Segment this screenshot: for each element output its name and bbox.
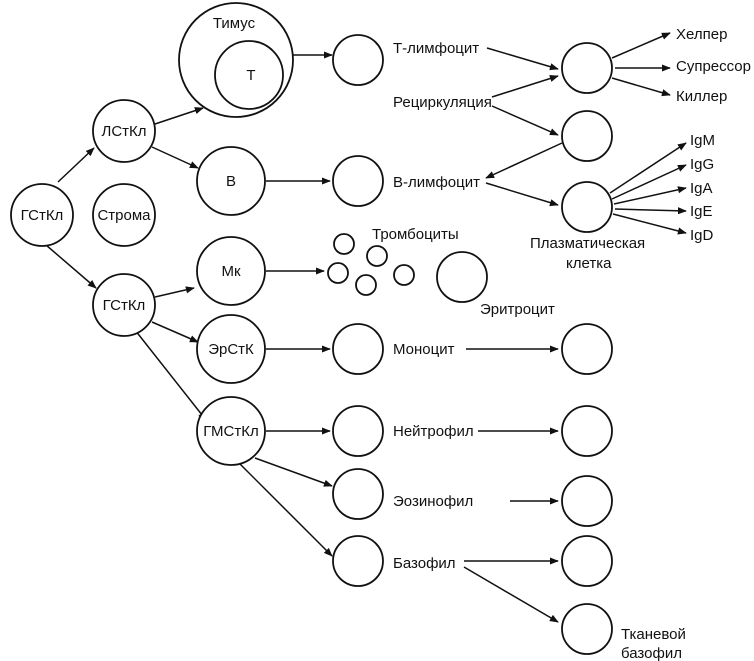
thymus-label: Тимус [213,15,256,32]
edge-gstkl-to-gmstkl [134,329,207,421]
monocyte-cell [332,323,384,375]
t-node [214,40,284,110]
neutrophil-label: Нейтрофил [393,423,474,440]
monocyte-label: Моноцит [393,341,455,358]
mk-node [196,236,266,306]
plasma-cell-label-line1: Плазматическая [530,235,645,252]
nodes [10,2,613,655]
platelet [333,233,355,255]
erythrocyte-label: Эритроцит [480,301,555,318]
node-labels: ГСтКл ЛСтКл Строма Тимус Т В ГСтКл Мк Эр… [21,15,259,440]
recirculation-label: Рециркуляция [393,94,492,111]
immunoglobulin-label: IgA [690,180,713,197]
recirculating-cell [561,110,613,162]
gstkl-root-node [10,183,74,247]
edge-plasma-to-igm [609,142,687,194]
edge-recirculation-to-t-target [491,75,559,98]
neutrophil-target-cell [561,405,613,457]
edge-recirculation-to-mid-cell [491,105,559,136]
edge-gstkl-to-erstk [151,321,199,343]
edge-plasma-to-iga [613,186,687,205]
platelet [393,264,415,286]
edge-plasma-to-igd [612,213,687,235]
erstk-node [196,314,266,384]
erythrocyte-cell [436,251,488,303]
stroma-label: Строма [97,207,151,224]
gstkl-node [92,273,156,337]
platelet [366,245,388,267]
mk-label: Мк [221,263,240,280]
immunoglobulin-labels: IgM IgG IgA IgE IgD [690,132,715,244]
thrombocytes-label: Тромбоциты [372,226,459,243]
edge-gstkl-root-to-gstkl [45,244,97,289]
gstkl-root-label: ГСтКл [21,207,64,224]
edge-lstkl-to-thymus [154,107,204,125]
edge-plasma-to-igg [611,164,687,200]
b-label: В [226,173,236,190]
edge-t-target-to-killer [611,77,671,97]
gstkl-label: ГСтКл [103,297,146,314]
plasma-cell [561,181,613,233]
edge-gmstkl-to-eosinophil [254,457,333,487]
neutrophil-cell [332,405,384,457]
monocyte-target-cell [561,323,613,375]
cell-labels: Т-лимфоцит Рециркуляция В-лимфоцит Тромб… [372,26,751,661]
edge-plasma-to-ige [614,207,687,215]
tissue-basophil-label-line1: Тканевой [621,626,686,643]
eosinophil-label: Эозинофил [393,493,473,510]
lstkl-label: ЛСтКл [101,123,146,140]
edge-mid-cell-to-b-lymphocyte [485,142,563,179]
helper-label: Хелпер [676,26,727,43]
b-lymphocyte-cell [332,155,384,207]
edge-gmstkl-to-basophil [239,463,333,557]
immunoglobulin-label: IgD [690,227,714,244]
platelet [355,274,377,296]
plasma-cell-label-line2: клетка [566,255,612,272]
gmstkl-node [196,396,266,466]
immunoglobulin-label: IgE [690,203,713,220]
edge-b-lymphocyte-to-plasma-cell [485,182,559,207]
edges [45,32,687,623]
basophil-label: Базофил [393,555,456,572]
basophil-target-cell [561,535,613,587]
edge-lstkl-to-b [151,146,199,169]
t-lymphocyte-cell [332,34,384,86]
tissue-basophil-label-line2: базофил [621,645,682,661]
eosinophil-cell [332,468,384,520]
edge-basophil-to-tissue-cell [463,566,559,623]
t-target-cell [561,42,613,94]
basophil-cell [332,535,384,587]
edge-t-lymphocyte-to-t-target [486,47,559,71]
edge-t-target-to-helper [611,32,671,59]
immunoglobulin-label: IgG [690,156,714,173]
edge-gstkl-to-mk [154,286,195,298]
b-node [196,146,266,216]
tissue-basophil-cell [561,603,613,655]
stroma-node [92,183,156,247]
suppressor-label: Супрессор [676,58,751,75]
platelet [327,262,349,284]
t-lymphocyte-label: Т-лимфоцит [393,40,479,57]
t-label: Т [246,67,255,84]
erstk-label: ЭрСтК [208,341,254,358]
edge-gstkl-root-to-lstkl [57,147,95,183]
lstkl-node [92,99,156,163]
gmstkl-label: ГМСтКл [203,423,258,440]
immunoglobulin-label: IgM [690,132,715,149]
b-lymphocyte-label: В-лимфоцит [393,174,480,191]
killer-label: Киллер [676,88,727,105]
eosinophil-target-cell [561,475,613,527]
